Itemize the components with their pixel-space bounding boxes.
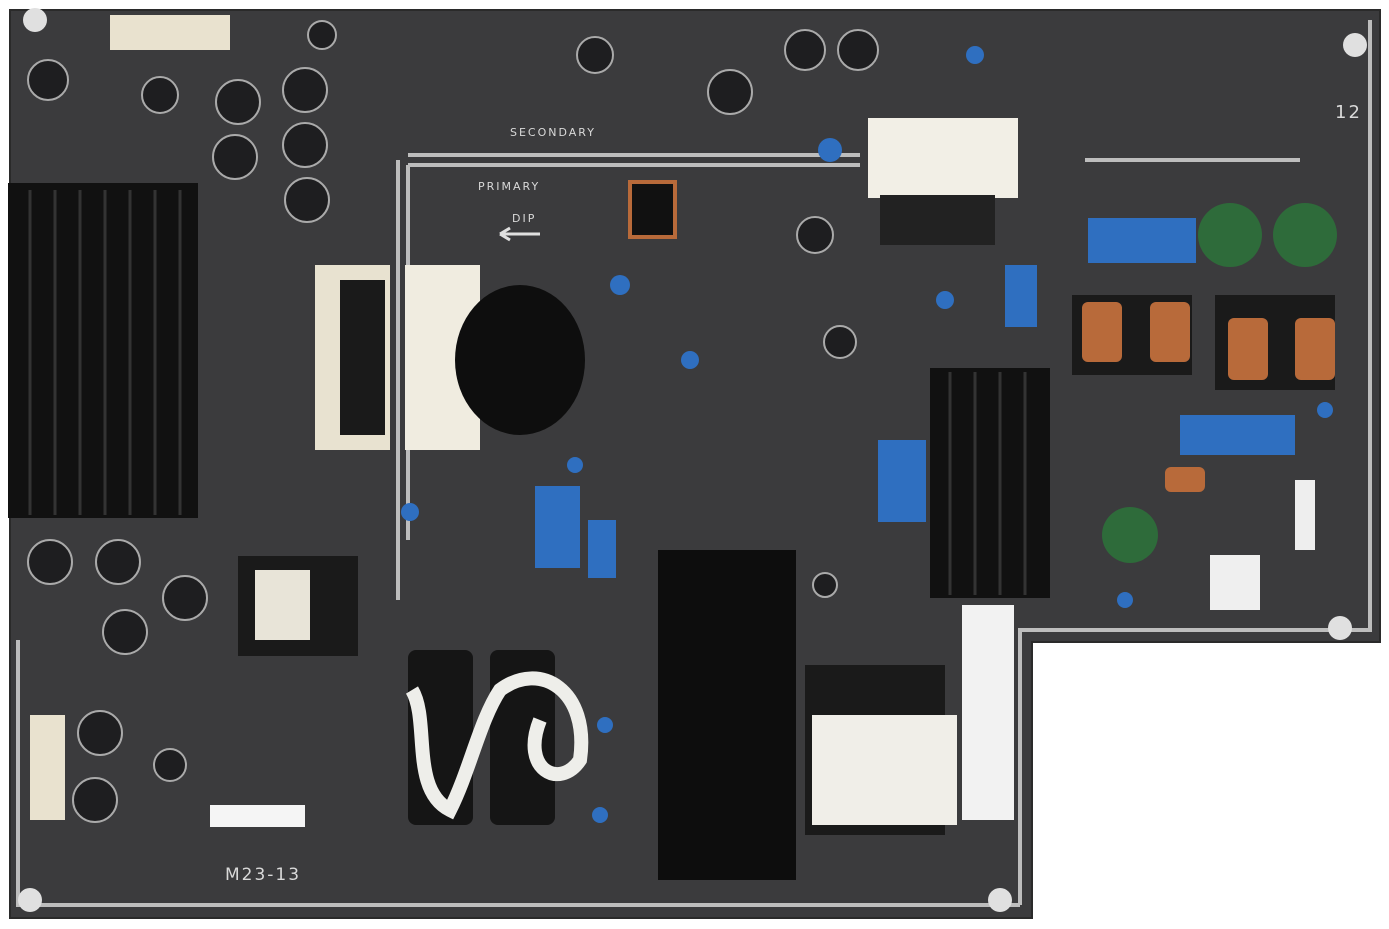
mounting-holes: [18, 8, 1367, 912]
output-connector-top[interactable]: [110, 15, 230, 50]
circuit-board: [9, 9, 1381, 919]
heatsink-left: [8, 183, 198, 518]
output-connector-left[interactable]: [30, 715, 65, 820]
dip-label: DIP: [512, 212, 536, 225]
arrow-left-icon: [499, 226, 540, 242]
primary-label: PRIMARY: [478, 180, 540, 193]
heatsink-right: [930, 368, 1050, 598]
date-code-label: M23-13: [225, 865, 301, 885]
pfc-transformer: [805, 665, 957, 835]
serial-label: [962, 605, 1014, 820]
line-filter-chokes: [1072, 295, 1335, 492]
main-transformer: [315, 265, 585, 450]
board-outline-trace: [16, 20, 1372, 907]
electrolytic-capacitors: [27, 20, 879, 823]
aux-transformer: [238, 556, 358, 656]
blue-capacitors: [401, 46, 1333, 823]
corner-mark-label: 12: [1335, 102, 1362, 123]
varistors: [1102, 203, 1337, 563]
fuse: [1295, 480, 1315, 550]
barcode-sticker: [210, 805, 305, 827]
bulk-capacitors: [405, 650, 589, 825]
pfc-inductor: [658, 550, 796, 880]
common-mode-choke-small: [628, 180, 677, 239]
ac-input-connector[interactable]: [1210, 555, 1260, 610]
standby-transformer: [868, 118, 1018, 245]
secondary-label: SECONDARY: [510, 126, 596, 139]
